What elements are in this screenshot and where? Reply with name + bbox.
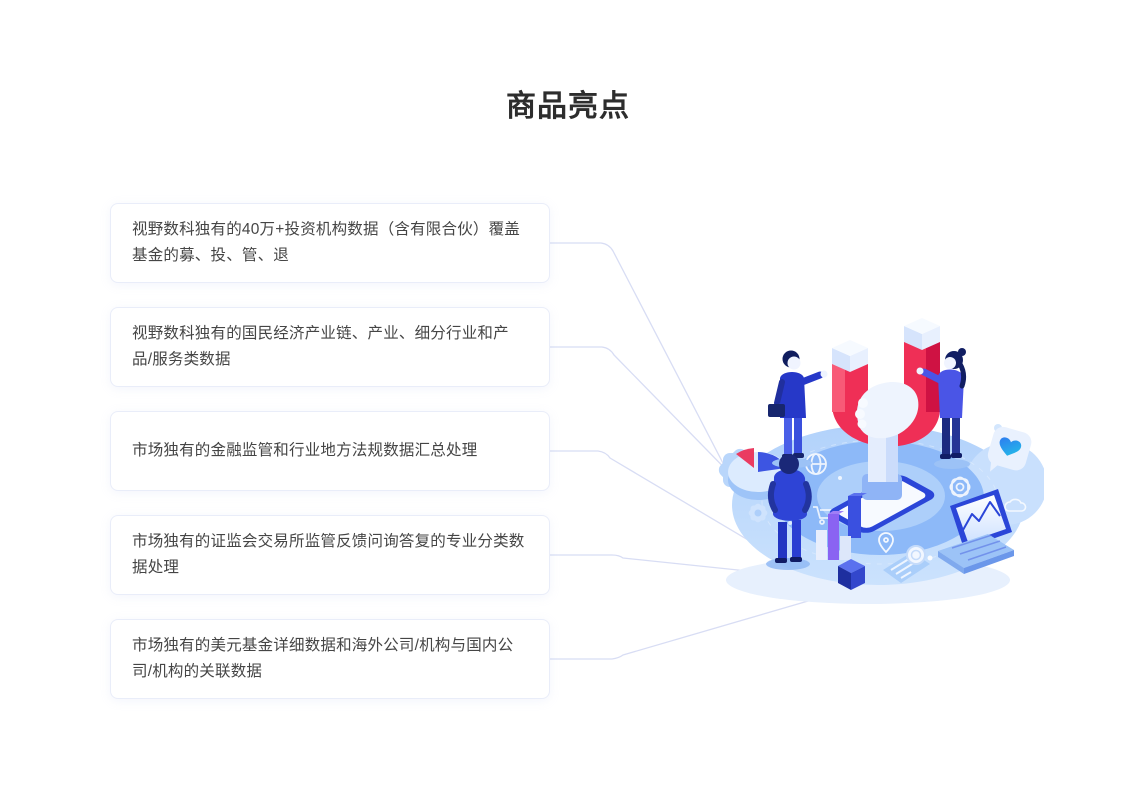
cube-graphic bbox=[838, 559, 865, 590]
bar-chart-graphic bbox=[816, 493, 867, 560]
highlight-card: 市场独有的证监会交易所监管反馈问询答复的专业分类数据处理 bbox=[110, 515, 550, 595]
highlight-card-text: 视野数科独有的国民经济产业链、产业、细分行业和产品/服务类数据 bbox=[132, 325, 509, 368]
credit-card-icon bbox=[883, 545, 930, 583]
highlight-card-text: 视野数科独有的40万+投资机构数据（含有限合伙）覆盖基金的募、投、管、退 bbox=[132, 221, 520, 264]
businessman-back bbox=[766, 454, 812, 570]
highlight-card-text: 市场独有的金融监管和行业地方法规数据汇总处理 bbox=[132, 442, 478, 459]
gear-icon bbox=[949, 476, 971, 498]
heart-badge-icon bbox=[987, 426, 1032, 472]
cloud-icon bbox=[1004, 498, 1027, 512]
hand-graphic bbox=[855, 381, 919, 482]
gear-silhouette-small bbox=[748, 503, 768, 523]
highlight-card: 视野数科独有的国民经济产业链、产业、细分行业和产品/服务类数据 bbox=[110, 307, 550, 387]
laptop-icon bbox=[938, 489, 1014, 574]
highlight-card-text: 市场独有的美元基金详细数据和海外公司/机构与国内公司/机构的关联数据 bbox=[132, 637, 514, 680]
magnet-marketing-illustration bbox=[718, 318, 1044, 604]
highlight-card: 市场独有的金融监管和行业地方法规数据汇总处理 bbox=[110, 411, 550, 491]
highlight-card-text: 市场独有的证监会交易所监管反馈问询答复的专业分类数据处理 bbox=[132, 533, 525, 576]
page-title: 商品亮点 bbox=[506, 90, 630, 124]
pin-icon bbox=[878, 532, 894, 554]
businesswoman-right bbox=[916, 348, 970, 469]
highlight-card: 视野数科独有的40万+投资机构数据（含有限合伙）覆盖基金的募、投、管、退 bbox=[110, 203, 550, 283]
highlight-card: 市场独有的美元基金详细数据和海外公司/机构与国内公司/机构的关联数据 bbox=[110, 619, 550, 699]
